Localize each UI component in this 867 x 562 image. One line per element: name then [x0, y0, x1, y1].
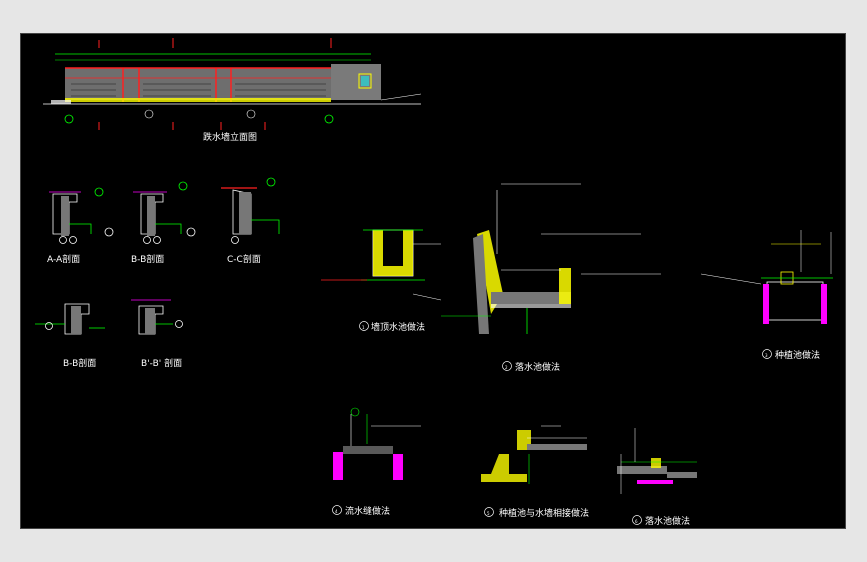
section-bbprime-label: B'-B' 剖面	[141, 357, 182, 369]
detail-5-drawing	[481, 425, 587, 484]
detail-4-label: 流水缝做法	[345, 505, 390, 517]
detail-2-label: 落水池做法	[515, 361, 560, 373]
detail-5-label: 种植池与水墙相接做法	[499, 507, 589, 519]
section-aa-label: A-A剖面	[47, 253, 80, 265]
cad-drawing: 跌水墙立面图 A-A剖面 B-B剖面 C-C剖面 B-B剖面	[35, 38, 833, 527]
detail-6-drawing	[617, 428, 697, 494]
detail-4-number: 4	[335, 509, 338, 514]
detail-4-drawing	[333, 407, 421, 480]
detail-3-label: 种植池做法	[775, 349, 820, 361]
section-bb2-drawing	[35, 303, 105, 335]
section-bb2-label: B-B剖面	[63, 357, 96, 369]
detail-2-drawing	[441, 183, 661, 334]
detail-1-drawing	[321, 229, 442, 301]
detail-2-number: 2	[505, 365, 508, 370]
section-bb-drawing	[133, 181, 196, 244]
detail-1-number: 1	[362, 325, 365, 330]
elevation-view	[43, 38, 422, 130]
section-bb-label: B-B剖面	[131, 253, 164, 265]
section-bbprime-drawing	[131, 299, 183, 335]
detail-5-number: 5	[487, 511, 490, 516]
detail-6-label: 落水池做法	[645, 515, 690, 527]
section-cc-drawing	[221, 177, 280, 244]
cad-drawing-viewport[interactable]: 跌水墙立面图 A-A剖面 B-B剖面 C-C剖面 B-B剖面	[20, 33, 846, 529]
elevation-title: 跌水墙立面图	[203, 131, 257, 143]
section-aa-drawing	[49, 187, 114, 244]
detail-6-number: 6	[635, 519, 638, 524]
detail-3-number: 3	[765, 353, 768, 358]
section-cc-label: C-C剖面	[227, 253, 261, 265]
detail-3-drawing	[700, 230, 833, 324]
detail-1-label: 墙顶水池做法	[371, 321, 425, 333]
